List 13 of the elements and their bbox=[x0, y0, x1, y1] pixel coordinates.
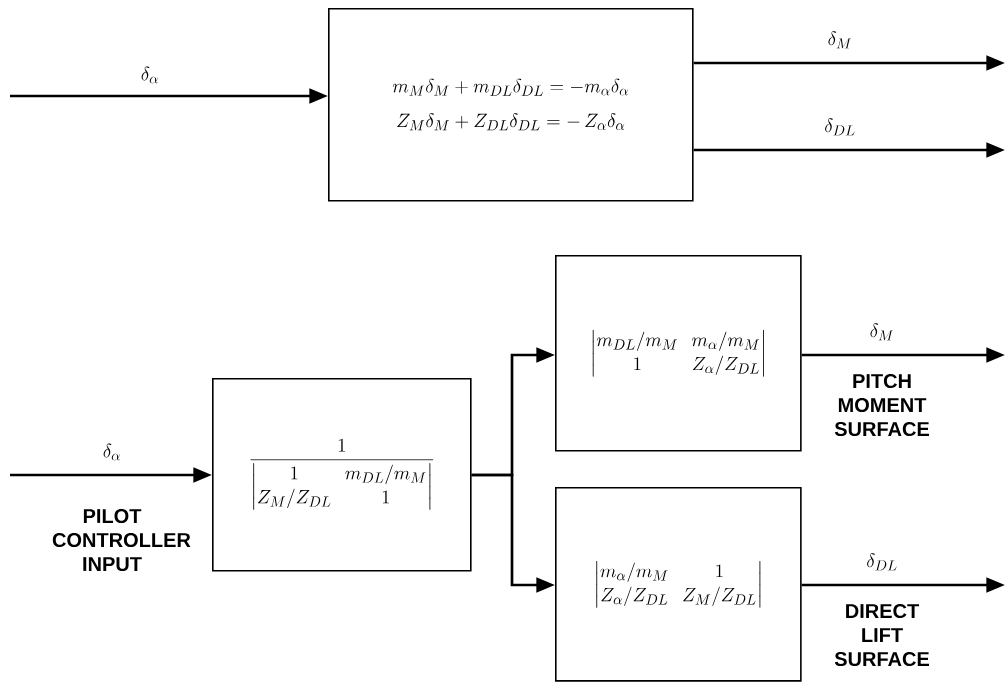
transfer-function-box: $\frac{1}{\begin{vmatrix} 1 & m_{DL}/m_M \\ Z_M/Z_{DL} & 1 \end{vmatrix}}$ bbox=[212, 378, 472, 572]
equation-box: $m_M \delta_M + m_{DL} \delta_{DL} = -m_\alpha \delta_\alpha$ $Z_M \delta_M + Z_{DL} \delta_{DL} = -\, Z_\alpha \delta_\alpha$ bbox=[328, 8, 694, 202]
transfer-function-box: $\begin{vmatrix} m_{DL}/m_M & m_\alpha/m_M \\ 1 & Z_\alpha/Z_{DL} \end{vmatrix}$ bbox=[555, 255, 802, 452]
edge-label: $\delta_M$ bbox=[828, 31, 852, 49]
signal-label: PITCH MOMENT SURFACE bbox=[834, 373, 929, 437]
transfer-function-box: $\begin{vmatrix} m_\alpha/m_M & 1 \\ Z_\alpha/Z_{DL} & Z_M/Z_{DL} \end{vmatrix}$ bbox=[555, 487, 802, 682]
edge-label: $\delta_{DL}$ bbox=[825, 118, 855, 136]
edge-label: $\delta_{DL}$ bbox=[867, 553, 897, 571]
edge-label: $\delta_M$ bbox=[870, 323, 894, 341]
edge-label: $\delta_\alpha$ bbox=[103, 443, 120, 461]
signal-label: PILOT CONTROLLER INPUT bbox=[52, 508, 191, 572]
edge-label: $\delta_\alpha$ bbox=[141, 66, 158, 84]
signal-label: DIRECT LIFT SURFACE bbox=[834, 603, 929, 667]
